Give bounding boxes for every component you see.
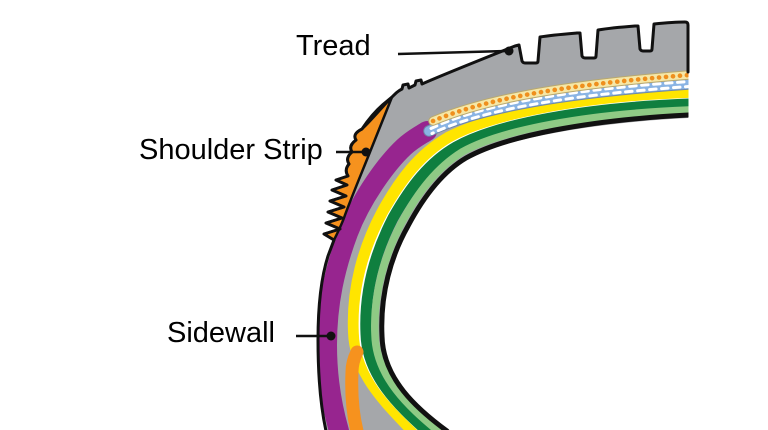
sidewall-leader-dot [326, 331, 336, 341]
steel-belt-dashes-row1 [429, 80, 689, 130]
tread-leader-line [397, 49, 507, 56]
yellow-layer-band [347, 87, 689, 430]
leader-lines [296, 49, 507, 338]
tread-leader-dot [504, 46, 514, 56]
inner-liner-band [379, 112, 689, 430]
bead-orange-band [345, 345, 364, 430]
sidewall-label: Sidewall [167, 317, 275, 349]
tread-label: Tread [296, 30, 371, 62]
tire-outer-outline [316, 20, 690, 430]
light-green-layer-band [371, 106, 689, 430]
dark-green-layer-band [360, 98, 689, 430]
leader-dots [326, 46, 514, 341]
steel-belt-band [424, 79, 689, 136]
shoulder-strip-label: Shoulder Strip [139, 134, 323, 166]
shoulder-leader-dot [361, 147, 371, 157]
steel-belt-dashes-row2 [430, 85, 689, 135]
casing-layer-bands [316, 70, 689, 430]
cap-ply-dots [430, 72, 689, 124]
sidewall-purple-band [316, 121, 437, 430]
